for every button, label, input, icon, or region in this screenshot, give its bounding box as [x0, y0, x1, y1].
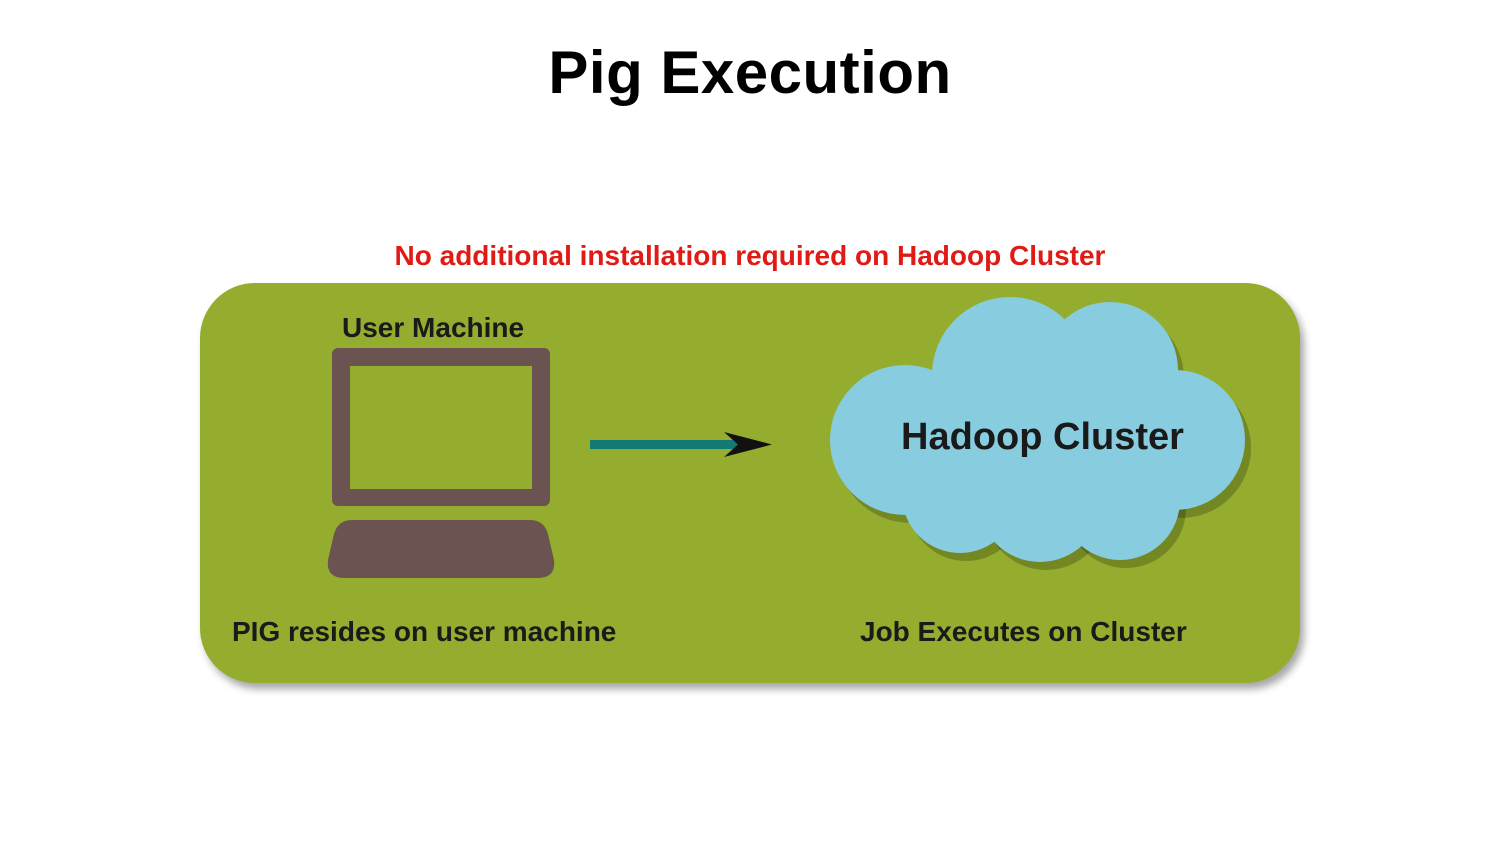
cluster-caption: Job Executes on Cluster — [860, 616, 1187, 647]
hadoop-cluster-label: Hadoop Cluster — [901, 416, 1184, 458]
installation-note: No additional installation required on H… — [394, 240, 1106, 271]
user-machine-label: User Machine — [342, 312, 525, 343]
keyboard-base — [327, 520, 555, 578]
arrow-head — [724, 432, 772, 457]
cloud-body — [830, 297, 1245, 562]
cloud-icon — [830, 297, 1251, 570]
computer-icon — [327, 348, 555, 578]
arrow-icon — [590, 432, 772, 457]
page-title: Pig Execution — [548, 39, 952, 106]
user-machine-caption: PIG resides on user machine — [232, 616, 617, 647]
monitor-screen — [350, 366, 532, 489]
arrow-shaft — [590, 440, 740, 449]
